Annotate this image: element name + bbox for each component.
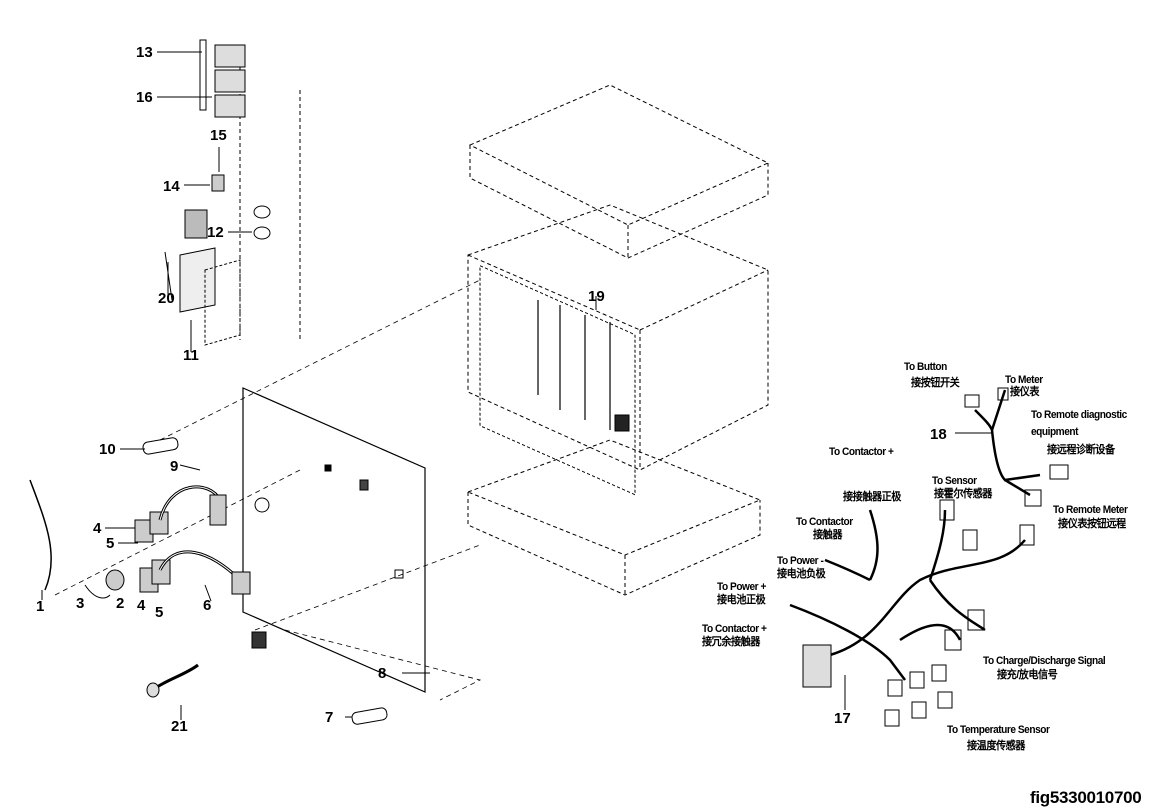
label-contactor-plus-cn: 接接触器正极 [843, 491, 901, 503]
callout-4a: 4 [93, 520, 102, 537]
label-to-power-minus-cn: 接电池负极 [777, 568, 826, 580]
callout-15: 15 [210, 127, 227, 144]
harness-17 [789, 499, 1035, 727]
callout-21: 21 [171, 718, 188, 735]
callout-16: 16 [136, 89, 153, 106]
bottom-cover [466, 439, 762, 596]
callout-6: 6 [203, 597, 212, 614]
label-to-remote-meter: To Remote Meter [1053, 504, 1128, 516]
callout-8: 8 [378, 665, 387, 682]
callout-4b: 4 [137, 597, 146, 614]
label-to-button-cn: 接按钮开关 [911, 377, 960, 389]
label-to-meter-cn: 接仪表 [1010, 386, 1039, 398]
label-to-contactor-plus-top: To Contactor + [829, 446, 894, 458]
callout-1: 1 [36, 598, 45, 615]
callout-17: 17 [834, 710, 851, 727]
label-to-contactor: To Contactor [796, 516, 853, 528]
label-equipment: equipment [1031, 426, 1079, 438]
bracket-assembly [164, 39, 301, 346]
label-to-power-minus: To Power - [777, 555, 824, 567]
label-to-charge-discharge-cn: 接充/放电信号 [997, 669, 1058, 681]
main-enclosure [467, 204, 769, 496]
callout-20: 20 [158, 290, 175, 307]
label-to-temperature-sensor-cn: 接温度传感器 [967, 740, 1025, 752]
label-to-contactor-plus-cn: 接冗余接触器 [702, 636, 760, 648]
callout-7: 7 [325, 709, 334, 726]
figure-id: fig5330010700 [1030, 788, 1142, 807]
label-to-power-plus-cn: 接电池正极 [717, 594, 766, 606]
label-to-meter: To Meter [1005, 374, 1043, 386]
label-to-charge-discharge: To Charge/Discharge Signal [983, 655, 1106, 667]
label-to-button: To Button [904, 361, 947, 373]
label-to-contactor-plus: To Contactor + [702, 623, 767, 635]
top-cover [468, 84, 770, 259]
label-to-contactor-cn: 接触器 [813, 529, 842, 541]
callout-9: 9 [170, 458, 179, 475]
label-to-remote-meter-cn: 接仪表按钮远程 [1058, 518, 1126, 530]
left-parts [29, 437, 388, 725]
label-to-sensor: To Sensor [932, 475, 977, 487]
assembly-lines [54, 279, 482, 701]
callout-12: 12 [207, 224, 224, 241]
callout-13: 13 [136, 44, 153, 61]
callout-18: 18 [930, 426, 947, 443]
label-to-sensor-cn: 接霍尔传感器 [934, 488, 992, 500]
label-to-remote-diagnostic: To Remote diagnostic [1031, 409, 1127, 421]
callout-5a: 5 [106, 535, 115, 552]
callout-5b: 5 [155, 604, 164, 621]
leader-lines [41, 51, 992, 720]
callout-3: 3 [76, 595, 85, 612]
callout-14: 14 [163, 178, 180, 195]
label-to-power-plus: To Power + [717, 581, 766, 593]
label-to-remote-diagnostic-cn: 接远程诊断设备 [1047, 444, 1115, 456]
harness-18 [964, 387, 1069, 507]
callout-11: 11 [183, 347, 199, 364]
callout-10: 10 [99, 441, 116, 458]
callout-19: 19 [588, 288, 605, 305]
label-to-temperature-sensor: To Temperature Sensor [947, 724, 1050, 736]
back-plate [242, 387, 426, 693]
callout-2: 2 [116, 595, 125, 612]
